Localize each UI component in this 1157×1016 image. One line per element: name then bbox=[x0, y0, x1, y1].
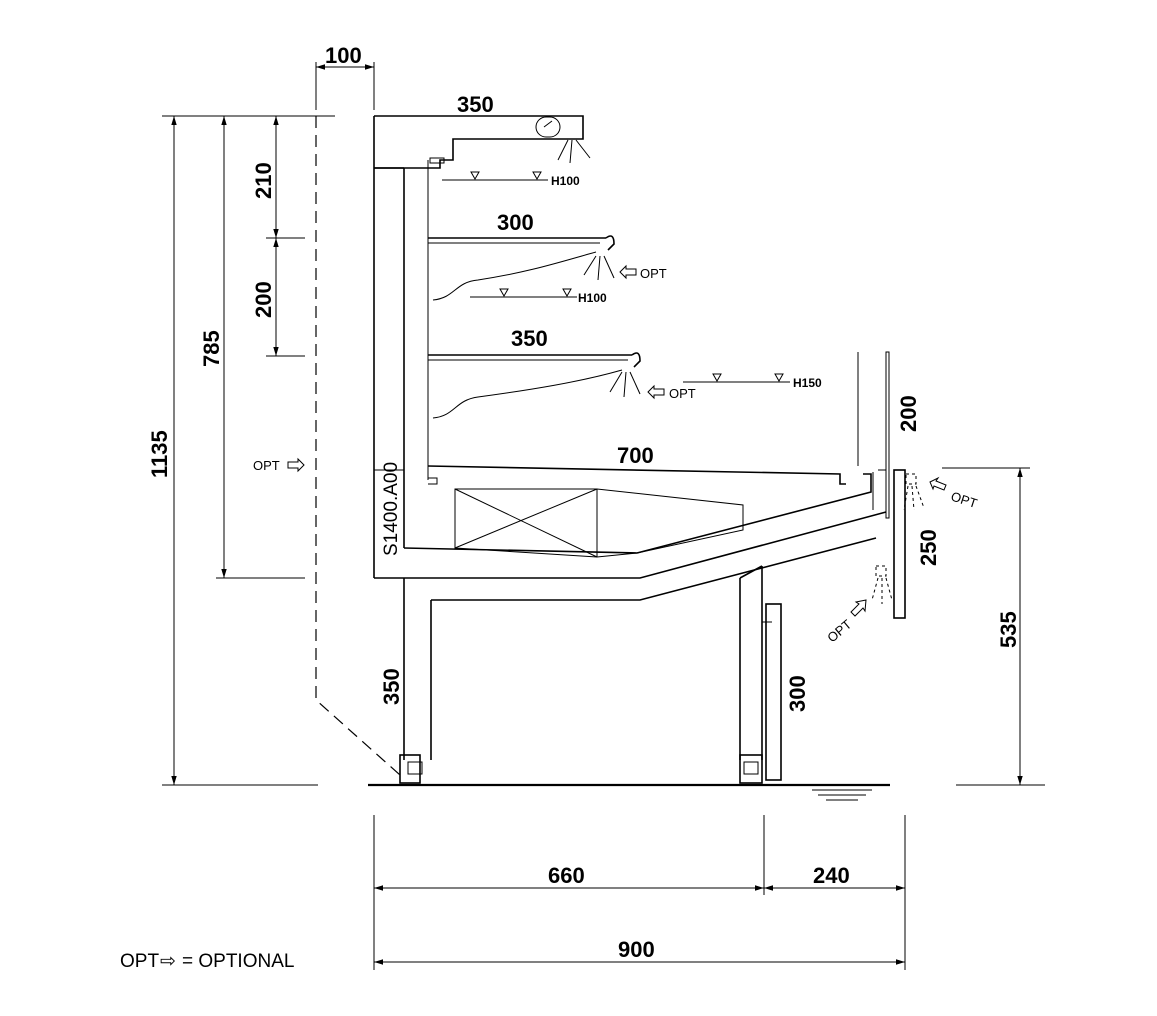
legend: OPT ⇨ = OPTIONAL bbox=[120, 951, 294, 972]
dim-canopy-gap: 210 200 bbox=[251, 116, 305, 357]
dim-label: 350 bbox=[457, 92, 494, 117]
level-label: H100 bbox=[578, 291, 607, 305]
dim-label: 100 bbox=[325, 43, 362, 68]
dim-label: 200 bbox=[896, 395, 921, 432]
dim-total-height: 1135 bbox=[147, 115, 335, 786]
dim-label: 900 bbox=[618, 937, 655, 962]
canopy-light bbox=[429, 139, 591, 164]
legend-text: = OPTIONAL bbox=[182, 951, 294, 972]
dim-label: 250 bbox=[916, 529, 941, 566]
dim-label: 350 bbox=[379, 668, 404, 705]
opt-label: OPT bbox=[253, 458, 280, 473]
opt-marker-front: OPT bbox=[903, 473, 979, 512]
dim-label: 535 bbox=[996, 611, 1021, 648]
opt-label: OPT bbox=[949, 489, 979, 512]
dim-label: 210 bbox=[251, 162, 276, 199]
shelf-1 bbox=[428, 235, 615, 301]
dim-label: 1135 bbox=[147, 430, 172, 478]
dim-top-offset: 100 bbox=[315, 43, 375, 110]
dim-label: 200 bbox=[251, 281, 276, 318]
opt-marker-shelf1: OPT bbox=[619, 264, 667, 281]
legend-arrow-icon: ⇨ bbox=[160, 951, 176, 972]
shelf-2 bbox=[428, 352, 641, 419]
dim-label: 300 bbox=[497, 210, 534, 235]
dim-depths: 660 240 900 bbox=[373, 815, 906, 970]
opt-marker-shelf2: OPT bbox=[647, 384, 696, 401]
opt-marker-lower: OPT bbox=[824, 565, 893, 646]
dim-label: 785 bbox=[199, 330, 224, 367]
dim-label: 350 bbox=[511, 326, 548, 351]
fan-icon bbox=[535, 116, 561, 138]
model-code: S1400.A00 bbox=[381, 462, 402, 556]
dim-front-height: 535 bbox=[942, 467, 1045, 786]
legend-prefix: OPT bbox=[120, 951, 159, 972]
dim-upper-height: 785 bbox=[199, 116, 305, 579]
level-marker-1: H100 bbox=[442, 171, 580, 188]
opt-label: OPT bbox=[824, 617, 854, 646]
dim-label: 300 bbox=[785, 675, 810, 712]
level-marker-3: H150 bbox=[683, 373, 822, 390]
dim-label: 660 bbox=[548, 863, 585, 888]
dim-label: 240 bbox=[813, 863, 850, 888]
level-label: H100 bbox=[551, 174, 580, 188]
dim-label: 700 bbox=[617, 443, 654, 468]
level-label: H150 bbox=[793, 376, 822, 390]
opt-marker-back: OPT bbox=[253, 457, 305, 473]
opt-label: OPT bbox=[640, 266, 667, 281]
opt-label: OPT bbox=[669, 386, 696, 401]
cabinet-outline bbox=[368, 115, 906, 801]
level-marker-2: H100 bbox=[470, 288, 607, 305]
